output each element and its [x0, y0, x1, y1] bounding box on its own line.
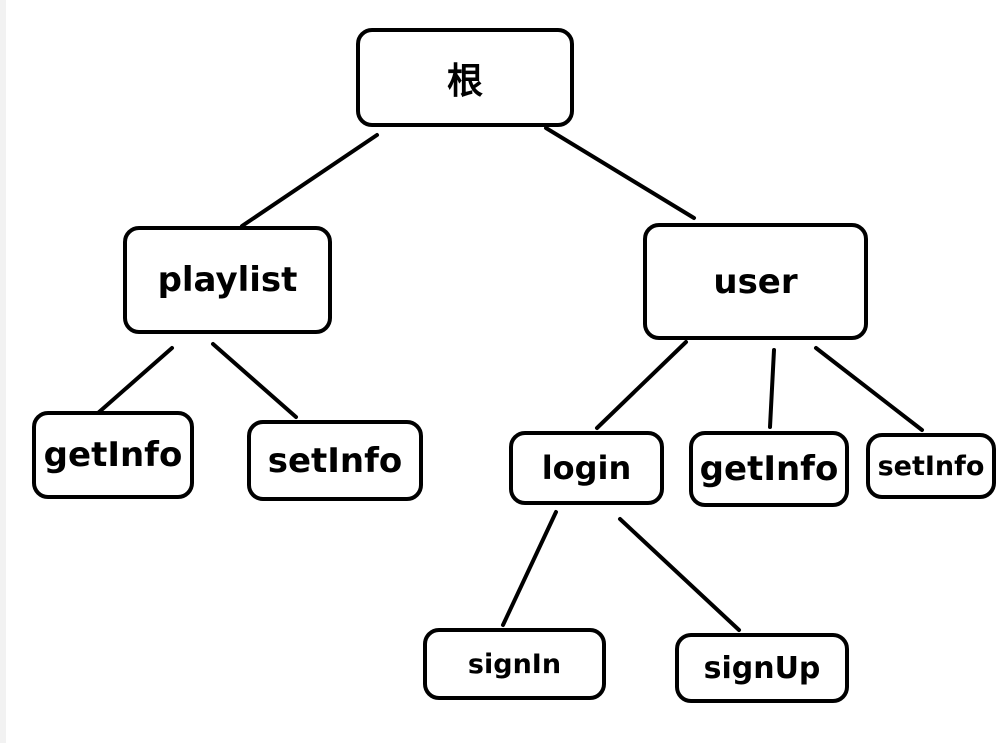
edge-user-getinfo — [768, 348, 776, 429]
edge-playlist-getinfo — [96, 346, 174, 415]
edge-login-signin — [501, 510, 558, 627]
node-playlist-getinfo: getInfo — [32, 411, 194, 499]
node-playlist-setinfo: setInfo — [247, 420, 423, 501]
node-login: login — [509, 431, 664, 505]
node-playlist: playlist — [123, 226, 332, 334]
node-playlist-label: playlist — [157, 260, 298, 300]
node-user-getinfo-label: getInfo — [699, 449, 839, 489]
left-edge-strip — [0, 0, 6, 743]
edge-playlist-setinfo — [211, 342, 298, 419]
node-signup: signUp — [675, 633, 849, 703]
node-user-getinfo: getInfo — [689, 431, 849, 507]
node-root-label: 根 — [446, 60, 483, 102]
edge-root-user — [544, 126, 696, 220]
node-root: 根 — [356, 28, 574, 127]
node-user-setinfo-label: setInfo — [877, 450, 985, 482]
node-signin: signIn — [423, 628, 606, 700]
edge-user-login — [595, 340, 688, 430]
node-playlist-getinfo-label: getInfo — [43, 435, 183, 475]
node-signin-label: signIn — [467, 648, 562, 680]
edge-user-setinfo — [814, 346, 924, 432]
node-user-setinfo: setInfo — [866, 433, 996, 499]
node-signup-label: signUp — [703, 650, 821, 686]
node-login-label: login — [541, 449, 632, 487]
node-user-label: user — [713, 261, 798, 302]
node-playlist-setinfo-label: setInfo — [267, 440, 403, 481]
node-user: user — [643, 223, 868, 340]
edge-login-signup — [618, 517, 741, 632]
edge-root-playlist — [240, 133, 379, 228]
